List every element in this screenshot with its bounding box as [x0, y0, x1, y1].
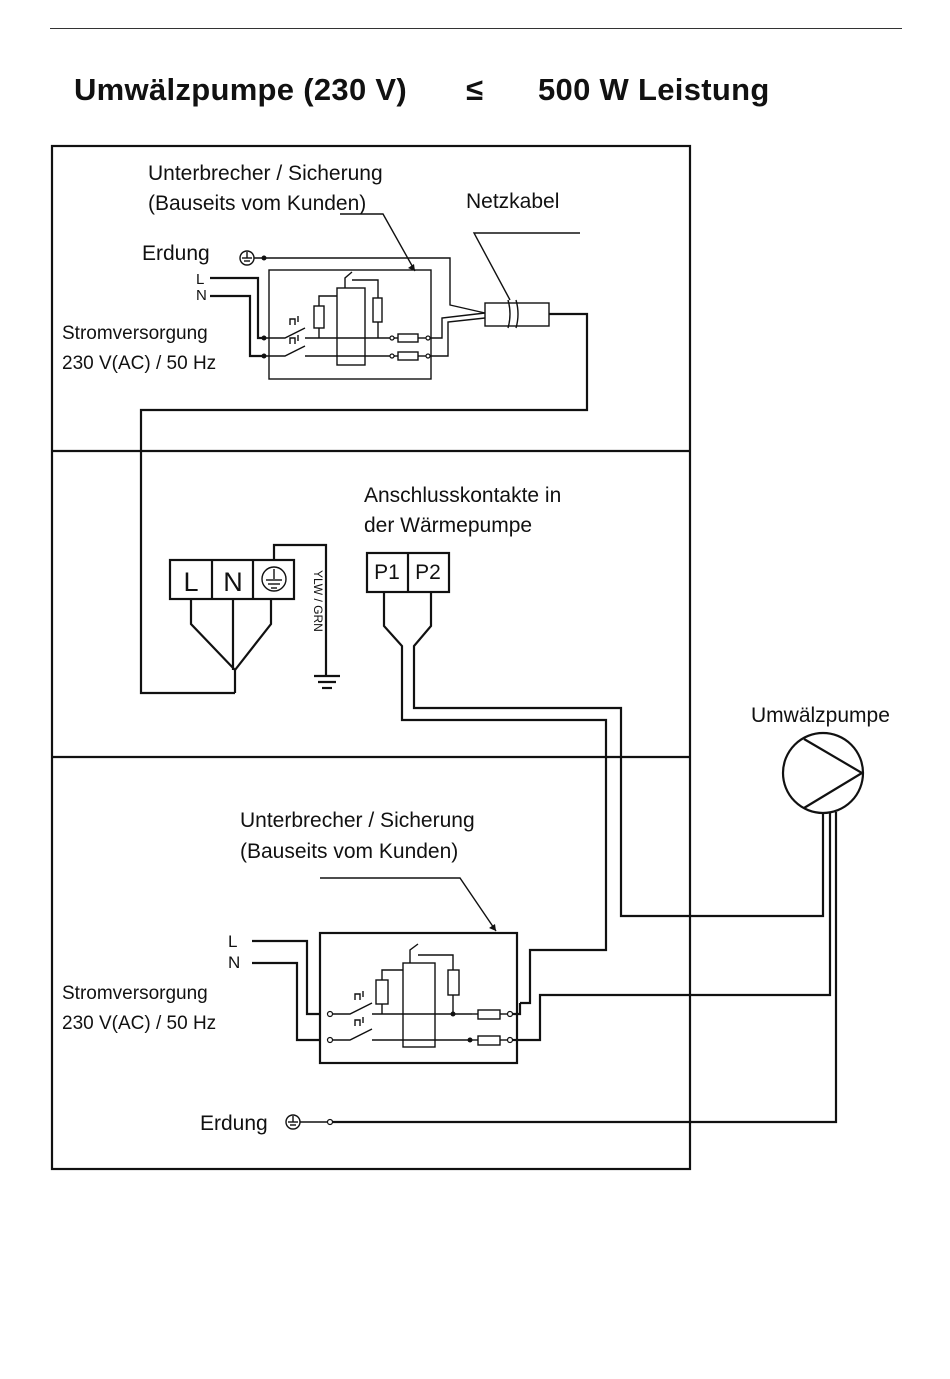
- top-fuse-terminal-n-in: [390, 354, 394, 358]
- bottom-breaker-pointer: [320, 878, 496, 931]
- top-n-label: N: [196, 287, 207, 304]
- top-breaker-box: [269, 270, 431, 379]
- bottom-earth-terminal: [328, 1120, 333, 1125]
- top-fuse-terminal-l-in: [390, 336, 394, 340]
- terminal-earth-icon: [262, 567, 286, 591]
- bottom-l-supply-wire: [252, 941, 320, 1014]
- top-n-out-wire: [430, 318, 485, 356]
- netzkabel-pointer: [474, 233, 580, 300]
- top-breaker-label-line1: Unterbrecher / Sicherung: [148, 162, 383, 185]
- top-earth-icon: [240, 251, 254, 265]
- top-l-out-wire: [430, 313, 485, 338]
- bottom-earth-label: Erdung: [200, 1112, 268, 1135]
- contacts-label-line2: der Wärmepumpe: [364, 514, 532, 537]
- bottom-l-label: L: [228, 932, 237, 951]
- top-fuse-terminal-n-out: [426, 354, 430, 358]
- p1-wire: [384, 592, 606, 1003]
- bottom-n-junction: [468, 1038, 473, 1043]
- top-breaker-label-line2: (Bauseits vom Kunden): [148, 192, 366, 215]
- bottom-breaker-label-line1: Unterbrecher / Sicherung: [240, 809, 475, 832]
- top-supply-label-line2: 230 V(AC) / 50 Hz: [62, 353, 216, 374]
- top-earth-label: Erdung: [142, 242, 210, 265]
- bottom-fuse-terminal-n-out: [508, 1038, 513, 1043]
- pump-icon: [783, 733, 863, 813]
- top-breaker-internals: [264, 272, 428, 365]
- bottom-fuse-terminal-l-out: [508, 1012, 513, 1017]
- terminal-l-label: L: [183, 567, 198, 597]
- bottom-supply-label-line1: Stromversorgung: [62, 983, 208, 1004]
- contact-p1-label: P1: [374, 561, 400, 584]
- terminal-n-label: N: [223, 567, 243, 597]
- ground-icon: [314, 676, 340, 688]
- bottom-n-terminal: [328, 1038, 333, 1043]
- netzkabel-break-mark: [508, 300, 518, 328]
- top-fuse-terminal-l-out: [426, 336, 430, 340]
- terminal-v-wires: [191, 599, 271, 670]
- contact-p2-label: P2: [415, 561, 441, 584]
- pump-label: Umwälzpumpe: [751, 704, 890, 727]
- contacts-label-line1: Anschlusskontakte in: [364, 484, 561, 507]
- bottom-supply-label-line2: 230 V(AC) / 50 Hz: [62, 1013, 216, 1034]
- top-l-label: L: [196, 271, 204, 288]
- bottom-breaker-internals: [330, 944, 510, 1047]
- bottom-breaker-label-line2: (Bauseits vom Kunden): [240, 840, 458, 863]
- bottom-earth-icon: [286, 1115, 300, 1129]
- top-n-supply-wire: [210, 296, 264, 356]
- pump-n-wire: [520, 812, 830, 1040]
- top-supply-label-line1: Stromversorgung: [62, 323, 208, 344]
- top-l-supply-wire: [210, 278, 264, 338]
- p2-wire: [414, 592, 823, 916]
- bottom-breaker-box: [320, 933, 517, 1063]
- bottom-coil-junction: [451, 1012, 456, 1017]
- bottom-n-label: N: [228, 953, 240, 972]
- bottom-l-terminal: [328, 1012, 333, 1017]
- bottom-n-supply-wire: [252, 963, 320, 1040]
- top-earth-wire: [254, 258, 485, 313]
- earth-wire-label: YLW / GRN: [311, 570, 325, 632]
- top-breaker-pointer: [340, 214, 415, 271]
- netzkabel-label: Netzkabel: [466, 190, 559, 213]
